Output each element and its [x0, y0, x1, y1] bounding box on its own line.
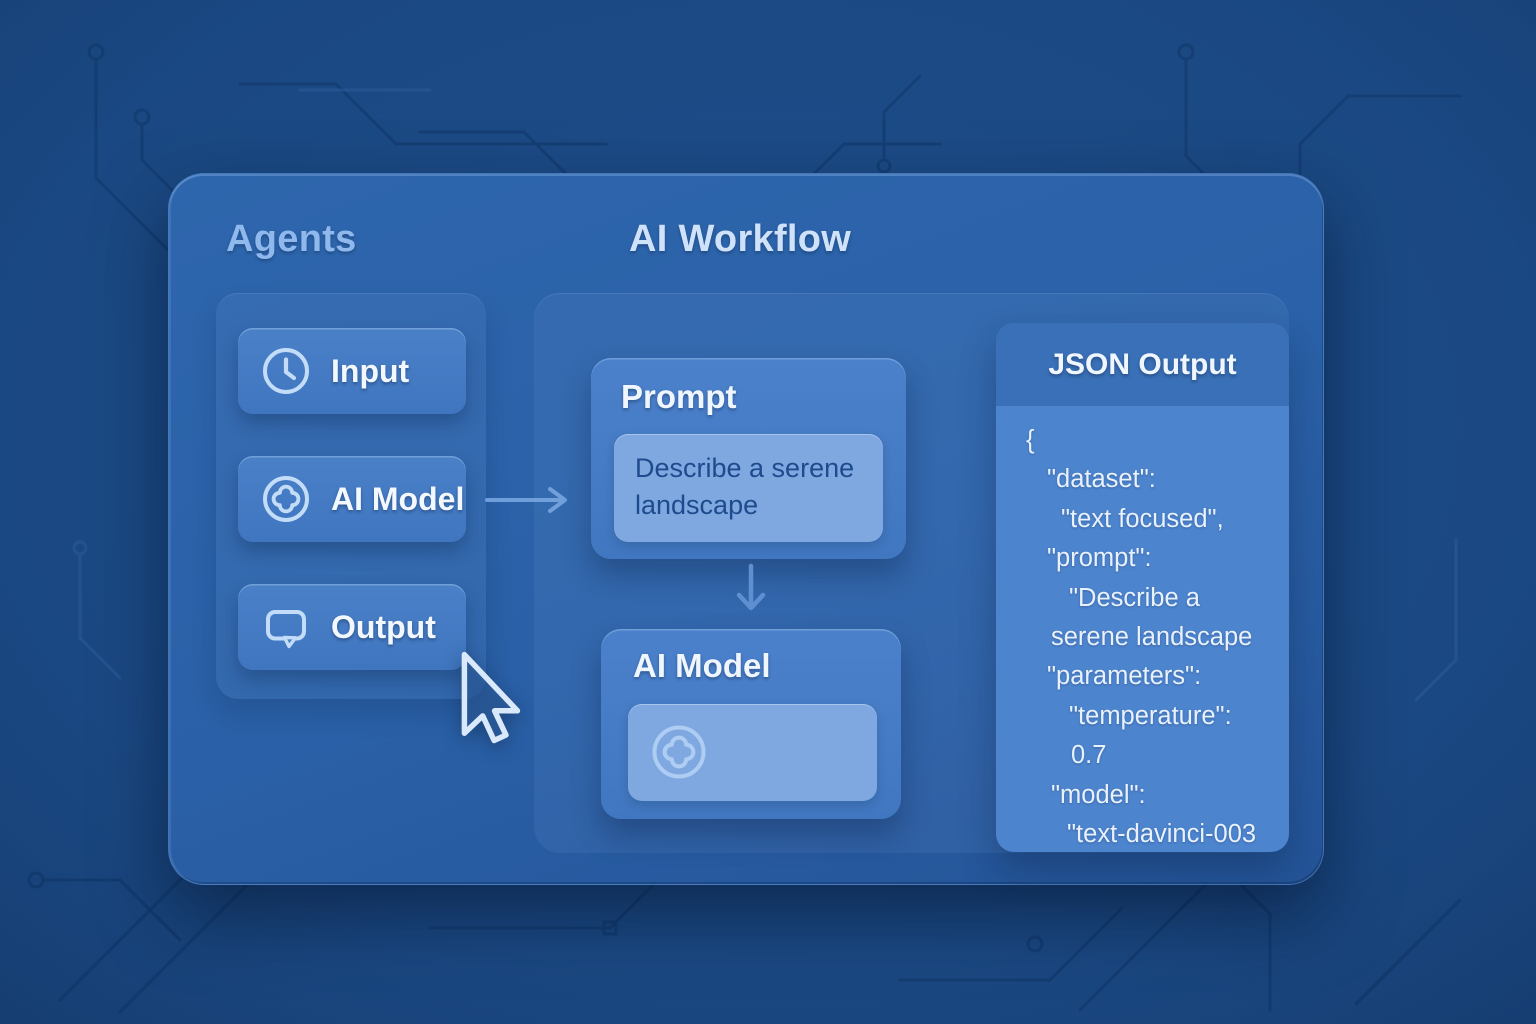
ai-model-field [628, 704, 877, 801]
sidebar-item-output[interactable]: Output [238, 584, 466, 670]
json-code-line: "text-davinci-003 [1067, 820, 1257, 849]
main-panel: Agents AI Workflow Input AI Model Output [168, 173, 1324, 885]
json-code-line: "dataset": [1047, 465, 1156, 494]
sidebar-item-label: Input [331, 352, 410, 389]
json-code-line: "prompt": [1047, 544, 1152, 573]
json-code-line: "temperature": [1069, 701, 1232, 730]
arrow-down-icon [736, 563, 766, 611]
sidebar-item-input[interactable]: Input [238, 328, 466, 414]
ai-model-node-title: AI Model [633, 647, 771, 684]
json-code-line: { [1026, 426, 1035, 454]
chat-bubble-icon [266, 610, 306, 649]
agents-sidebar: Input AI Model Output [216, 293, 486, 699]
sidebar-item-label: AI Model [331, 480, 465, 517]
prompt-node[interactable]: Prompt Describe a serene landscape [591, 358, 906, 559]
arrow-right-icon [485, 487, 567, 513]
agents-title: Agents [226, 218, 357, 260]
ai-model-node[interactable]: AI Model [601, 629, 901, 819]
flower-icon [652, 725, 706, 779]
json-output-panel: JSON Output { "dataset": "text focused", "p… [996, 323, 1289, 852]
json-code-line: "Describe a [1069, 583, 1200, 612]
json-output-header: JSON Output [996, 323, 1289, 406]
workflow-title: AI Workflow [629, 218, 852, 260]
prompt-text-field[interactable]: Describe a serene landscape [614, 434, 883, 542]
json-code: { "dataset": "text focused", "prompt": "Desc… [996, 406, 1289, 852]
prompt-node-title: Prompt [621, 378, 737, 415]
json-output-title: JSON Output [1048, 347, 1237, 381]
json-code-line: serene landscape [1051, 623, 1253, 652]
clock-icon [263, 348, 309, 394]
flower-icon [263, 476, 309, 522]
sidebar-item-ai-model[interactable]: AI Model [238, 456, 466, 542]
sidebar-item-label: Output [331, 608, 436, 645]
json-code-line: 0.7 [1071, 741, 1107, 770]
prompt-text: Describe a serene landscape [635, 453, 855, 520]
pointer-cursor-icon [461, 651, 521, 744]
json-code-line: "parameters": [1047, 662, 1202, 691]
json-code-line: "model": [1051, 780, 1146, 809]
json-code-line: "text focused", [1061, 504, 1224, 533]
workflow-canvas: Prompt Describe a serene landscape AI Mo… [534, 293, 1289, 853]
